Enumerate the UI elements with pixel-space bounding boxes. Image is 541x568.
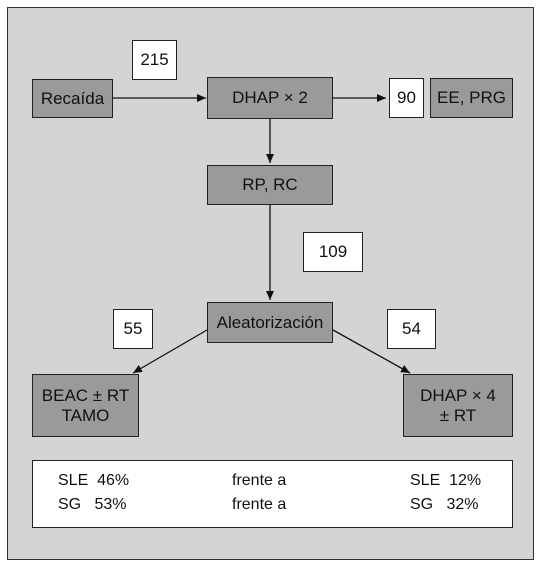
dhap-x4-rt-box: DHAP × 4 ± RT xyxy=(403,374,513,437)
dhap-x2-box: DHAP × 2 xyxy=(207,77,333,119)
beac-rt-tamo-box: BEAC ± RT TAMO xyxy=(32,374,139,437)
count-left-arm-box: 55 xyxy=(113,309,153,349)
result-row2-right: SG 32% xyxy=(410,496,479,513)
beac-line2: TAMO xyxy=(61,405,110,425)
result-row2-left: SG 53% xyxy=(58,496,127,513)
result-row2-mid: frente a xyxy=(232,496,287,513)
rp-rc-box: RP, RC xyxy=(207,165,333,205)
ee-prg-box: EE, PRG xyxy=(430,78,513,118)
result-row1-right: SLE 12% xyxy=(410,472,482,489)
dhap4-line2: ± RT xyxy=(439,405,477,425)
beac-line1: BEAC ± RT xyxy=(41,385,130,405)
count-excluded-box: 90 xyxy=(389,78,424,118)
count-right-arm-box: 54 xyxy=(387,309,436,349)
count-randomized-box: 109 xyxy=(303,232,363,272)
recaida-box: Recaída xyxy=(32,79,113,118)
dhap4-line1: DHAP × 4 xyxy=(420,385,496,405)
arrow-random-to-dhap4 xyxy=(332,329,411,374)
count-initial-box: 215 xyxy=(132,40,177,80)
result-row1-mid: frente a xyxy=(232,472,287,489)
arrow-random-to-beac xyxy=(132,329,208,374)
aleatorizacion-box: Aleatorización xyxy=(207,302,333,343)
result-row1-left: SLE 46% xyxy=(58,472,130,489)
results-box: SLE 46% frente a SLE 12% SG 53% frente a… xyxy=(32,460,513,528)
